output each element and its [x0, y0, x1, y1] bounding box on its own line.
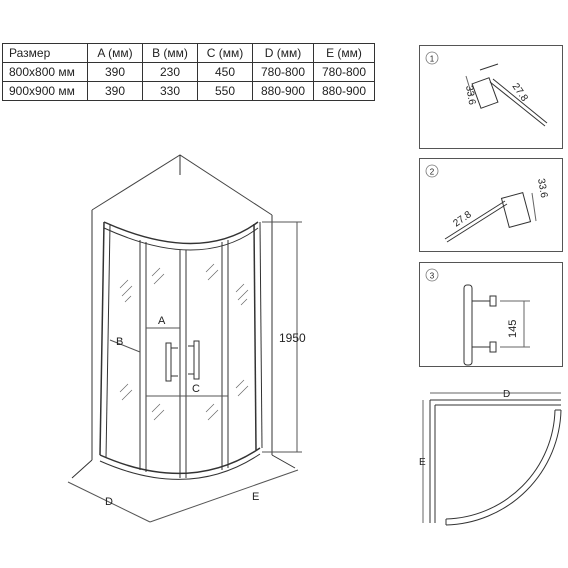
table-cell: 880-900: [313, 81, 375, 101]
header-cell: A (мм): [87, 43, 143, 63]
table-header-row: Размер A (мм) B (мм) C (мм) D (мм) E (мм…: [2, 43, 375, 63]
header-cell: D (мм): [252, 43, 314, 63]
detail-3-panel: 3 145: [419, 262, 563, 367]
table-row: 800x800 мм 390 230 450 780-800 780-800: [2, 62, 375, 82]
header-cell: E (мм): [313, 43, 375, 63]
detail-3-drawing: 3 145: [425, 268, 530, 366]
cabin-drawing: A B C 1950 D E: [67, 154, 306, 523]
plan-view: D E: [419, 389, 562, 526]
table-cell: 230: [142, 62, 198, 82]
plan-d-label: D: [503, 389, 510, 400]
label-c: C: [192, 383, 200, 395]
label-a: A: [158, 315, 166, 327]
table-cell: 390: [87, 62, 143, 82]
table-cell: 330: [142, 81, 198, 101]
detail-2-panel: 2 27.8 33.6: [419, 158, 563, 252]
detail-3-dim: 145: [507, 320, 519, 338]
table-cell: 450: [197, 62, 253, 82]
detail-1-dim1: 33.6: [463, 85, 477, 107]
label-e: E: [252, 491, 259, 503]
detail-2-dim2: 33.6: [535, 178, 549, 200]
table-row: 900x900 мм 390 330 550 880-900 880-900: [2, 81, 375, 101]
detail-1-number: 1: [430, 55, 435, 64]
detail-3-number: 3: [430, 272, 435, 281]
size-table: Размер A (мм) B (мм) C (мм) D (мм) E (мм…: [2, 43, 375, 101]
detail-2-number: 2: [430, 168, 435, 177]
table-cell: 780-800: [313, 62, 375, 82]
detail-2-dim1: 27.8: [451, 209, 474, 229]
height-label: 1950: [279, 331, 306, 345]
table-cell: 900x900 мм: [2, 81, 88, 101]
header-cell: C (мм): [197, 43, 253, 63]
table-cell: 390: [87, 81, 143, 101]
table-cell: 800x800 мм: [2, 62, 88, 82]
table-cell: 880-900: [252, 81, 314, 101]
table-cell: 550: [197, 81, 253, 101]
label-d: D: [105, 496, 113, 508]
plan-e-label: E: [419, 457, 426, 468]
label-b: B: [116, 336, 123, 348]
detail-1-drawing: 1 33.6 27.8: [425, 51, 548, 127]
table-cell: 780-800: [252, 62, 314, 82]
detail-2-drawing: 2 27.8 33.6: [425, 164, 549, 243]
detail-1-panel: 1 33.6 27.8: [419, 45, 563, 149]
header-cell: B (мм): [142, 43, 198, 63]
header-cell: Размер: [2, 43, 88, 63]
